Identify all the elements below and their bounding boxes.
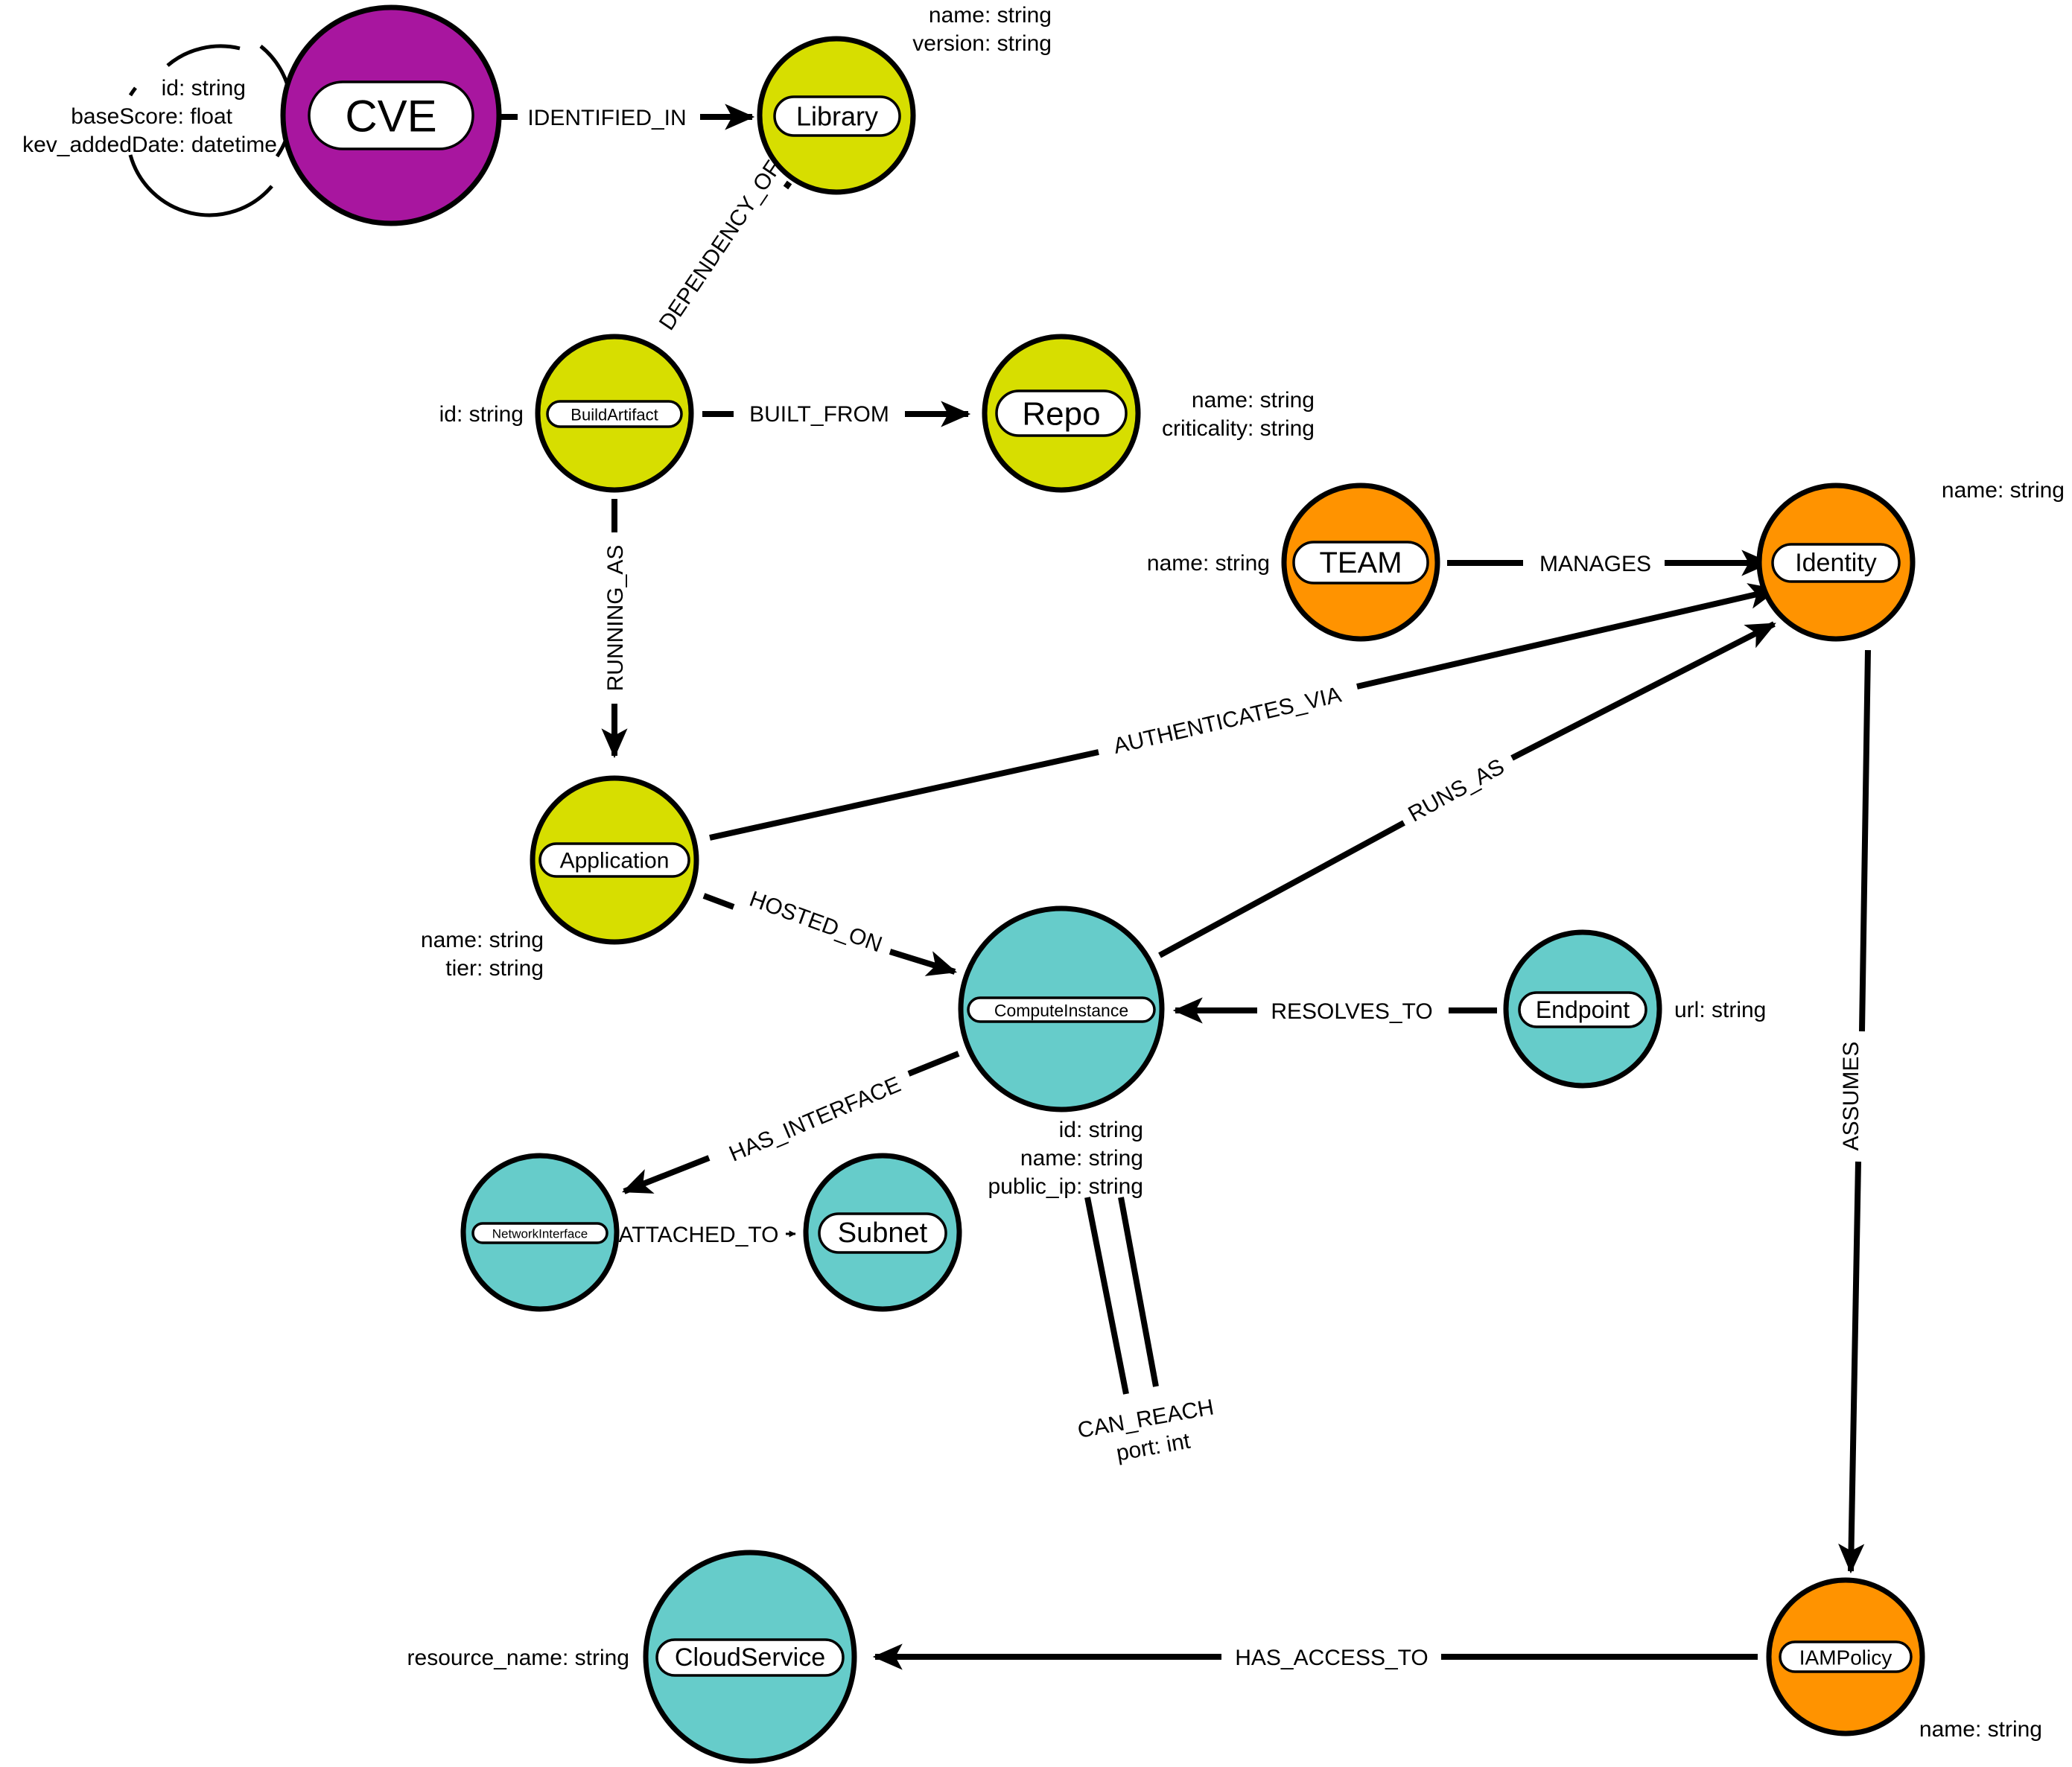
edge-label-authenticates-via: AUTHENTICATES_VIA bbox=[1111, 682, 1344, 759]
node-label-endpoint: Endpoint bbox=[1536, 996, 1630, 1023]
edge-label-assumes: ASSUMES bbox=[1839, 1042, 1863, 1151]
edge-label-hosted-on: HOSTED_ON bbox=[746, 887, 886, 958]
prop-identity-name: name: string bbox=[1942, 478, 2065, 503]
node-application[interactable]: Application bbox=[530, 775, 699, 945]
node-props-cloud-service: resource_name: string bbox=[407, 1646, 629, 1670]
node-iam-policy[interactable]: IAMPolicy bbox=[1766, 1577, 1925, 1736]
node-props-identity: name: string bbox=[1942, 478, 2065, 503]
node-repo[interactable]: Repo bbox=[982, 334, 1141, 493]
edge-label-dependency-of: DEPENDENCY_OF bbox=[655, 156, 786, 335]
node-team[interactable]: TEAM bbox=[1281, 483, 1440, 642]
node-props-library: name: string version: string bbox=[912, 3, 1052, 56]
node-label-compute-instance: ComputeInstance bbox=[994, 1001, 1128, 1020]
node-build-artifact[interactable]: BuildArtifact bbox=[535, 334, 694, 493]
node-label-build-artifact: BuildArtifact bbox=[571, 406, 658, 424]
edge-label-identified-in: IDENTIFIED_IN bbox=[527, 106, 686, 130]
node-props-iam-policy: name: string bbox=[1919, 1717, 2042, 1742]
node-label-network-interface: NetworkInterface bbox=[492, 1227, 588, 1241]
edge-assumes: ASSUMES bbox=[1838, 649, 1871, 1574]
edge-running-as: RUNNING_AS bbox=[601, 499, 628, 759]
edge-label-runs-as: RUNS_AS bbox=[1404, 754, 1508, 827]
node-props-endpoint: url: string bbox=[1674, 998, 1766, 1022]
edge-can-reach: CAN_REACH port: int bbox=[1075, 1197, 1215, 1466]
edge-has-access-to: HAS_ACCESS_TO bbox=[872, 1643, 1758, 1670]
node-cloud-service[interactable]: CloudService bbox=[643, 1550, 857, 1764]
node-identity[interactable]: Identity bbox=[1756, 483, 1916, 642]
prop-library-name: name: string bbox=[929, 3, 1052, 28]
node-label-subnet: Subnet bbox=[838, 1217, 928, 1249]
prop-application-name: name: string bbox=[421, 928, 544, 952]
node-library[interactable]: Library bbox=[757, 36, 916, 195]
prop-compute-instance-name: name: string bbox=[1020, 1146, 1143, 1171]
edge-label-attached-to: ATTACHED_TO bbox=[618, 1223, 778, 1247]
node-props-compute-instance: id: string name: string public_ip: strin… bbox=[988, 1118, 1143, 1199]
edge-authenticates-via: AUTHENTICATES_VIA bbox=[709, 583, 1779, 841]
node-props-build-artifact: id: string bbox=[439, 402, 524, 427]
edge-built-from: BUILT_FROM bbox=[702, 401, 971, 427]
edge-runs-as: RUNS_AS bbox=[1158, 621, 1776, 958]
node-label-library: Library bbox=[796, 101, 878, 132]
prop-team-name: name: string bbox=[1147, 551, 1270, 576]
prop-repo-name: name: string bbox=[1192, 388, 1315, 413]
prop-cve-id: id: string bbox=[162, 76, 246, 101]
node-compute-instance[interactable]: ComputeInstance bbox=[958, 905, 1165, 1112]
node-label-application: Application bbox=[560, 849, 670, 873]
node-label-identity: Identity bbox=[1795, 549, 1877, 577]
prop-cve-kev-addeddate: kev_addedDate: datetime bbox=[22, 133, 277, 157]
edge-label-manages: MANAGES bbox=[1539, 552, 1651, 576]
node-props-team: name: string bbox=[1147, 551, 1270, 576]
edge-label-resolves-to: RESOLVES_TO bbox=[1271, 999, 1432, 1024]
node-label-team: TEAM bbox=[1319, 547, 1402, 579]
node-endpoint[interactable]: Endpoint bbox=[1503, 929, 1662, 1089]
node-label-cve: CVE bbox=[345, 92, 436, 141]
prop-iam-policy-name: name: string bbox=[1919, 1717, 2042, 1742]
node-label-iam-policy: IAMPolicy bbox=[1799, 1646, 1892, 1669]
prop-cloud-service-resource-name: resource_name: string bbox=[407, 1646, 629, 1670]
prop-compute-instance-id: id: string bbox=[1059, 1118, 1143, 1142]
edge-resolves-to: RESOLVES_TO bbox=[1172, 997, 1497, 1024]
prop-compute-instance-public-ip: public_ip: string bbox=[988, 1174, 1143, 1199]
node-network-interface[interactable]: NetworkInterface bbox=[460, 1153, 620, 1312]
prop-library-version: version: string bbox=[912, 31, 1052, 56]
edge-label-built-from: BUILT_FROM bbox=[749, 402, 889, 427]
edge-identified-in: IDENTIFIED_IN bbox=[500, 104, 755, 130]
edge-label-running-as: RUNNING_AS bbox=[603, 545, 628, 692]
node-props-repo: name: string criticality: string bbox=[1162, 388, 1315, 441]
node-cve[interactable]: CVE bbox=[280, 4, 502, 226]
node-subnet[interactable]: Subnet bbox=[803, 1153, 962, 1312]
edge-manages: MANAGES bbox=[1447, 550, 1772, 576]
prop-cve-basescore: baseScore: float bbox=[71, 104, 232, 129]
edge-attached-to: ATTACHED_TO bbox=[618, 1223, 796, 1247]
prop-build-artifact-id: id: string bbox=[439, 402, 524, 427]
edge-label-has-access-to: HAS_ACCESS_TO bbox=[1235, 1646, 1429, 1670]
prop-application-tier: tier: string bbox=[445, 956, 544, 981]
node-label-cloud-service: CloudService bbox=[675, 1643, 825, 1672]
cve-property-loop bbox=[128, 44, 293, 217]
edge-label-has-interface: HAS_INTERFACE bbox=[725, 1072, 904, 1167]
node-label-repo: Repo bbox=[1022, 396, 1100, 433]
node-props-cve: id: string baseScore: float kev_addedDat… bbox=[22, 76, 277, 157]
node-props-application: name: string tier: string bbox=[421, 928, 544, 981]
prop-repo-criticality: criticality: string bbox=[1162, 416, 1315, 441]
prop-endpoint-url: url: string bbox=[1674, 998, 1766, 1022]
edge-hosted-on: HOSTED_ON bbox=[702, 887, 958, 976]
edge-dependency-of: DEPENDENCY_OF bbox=[655, 156, 792, 335]
